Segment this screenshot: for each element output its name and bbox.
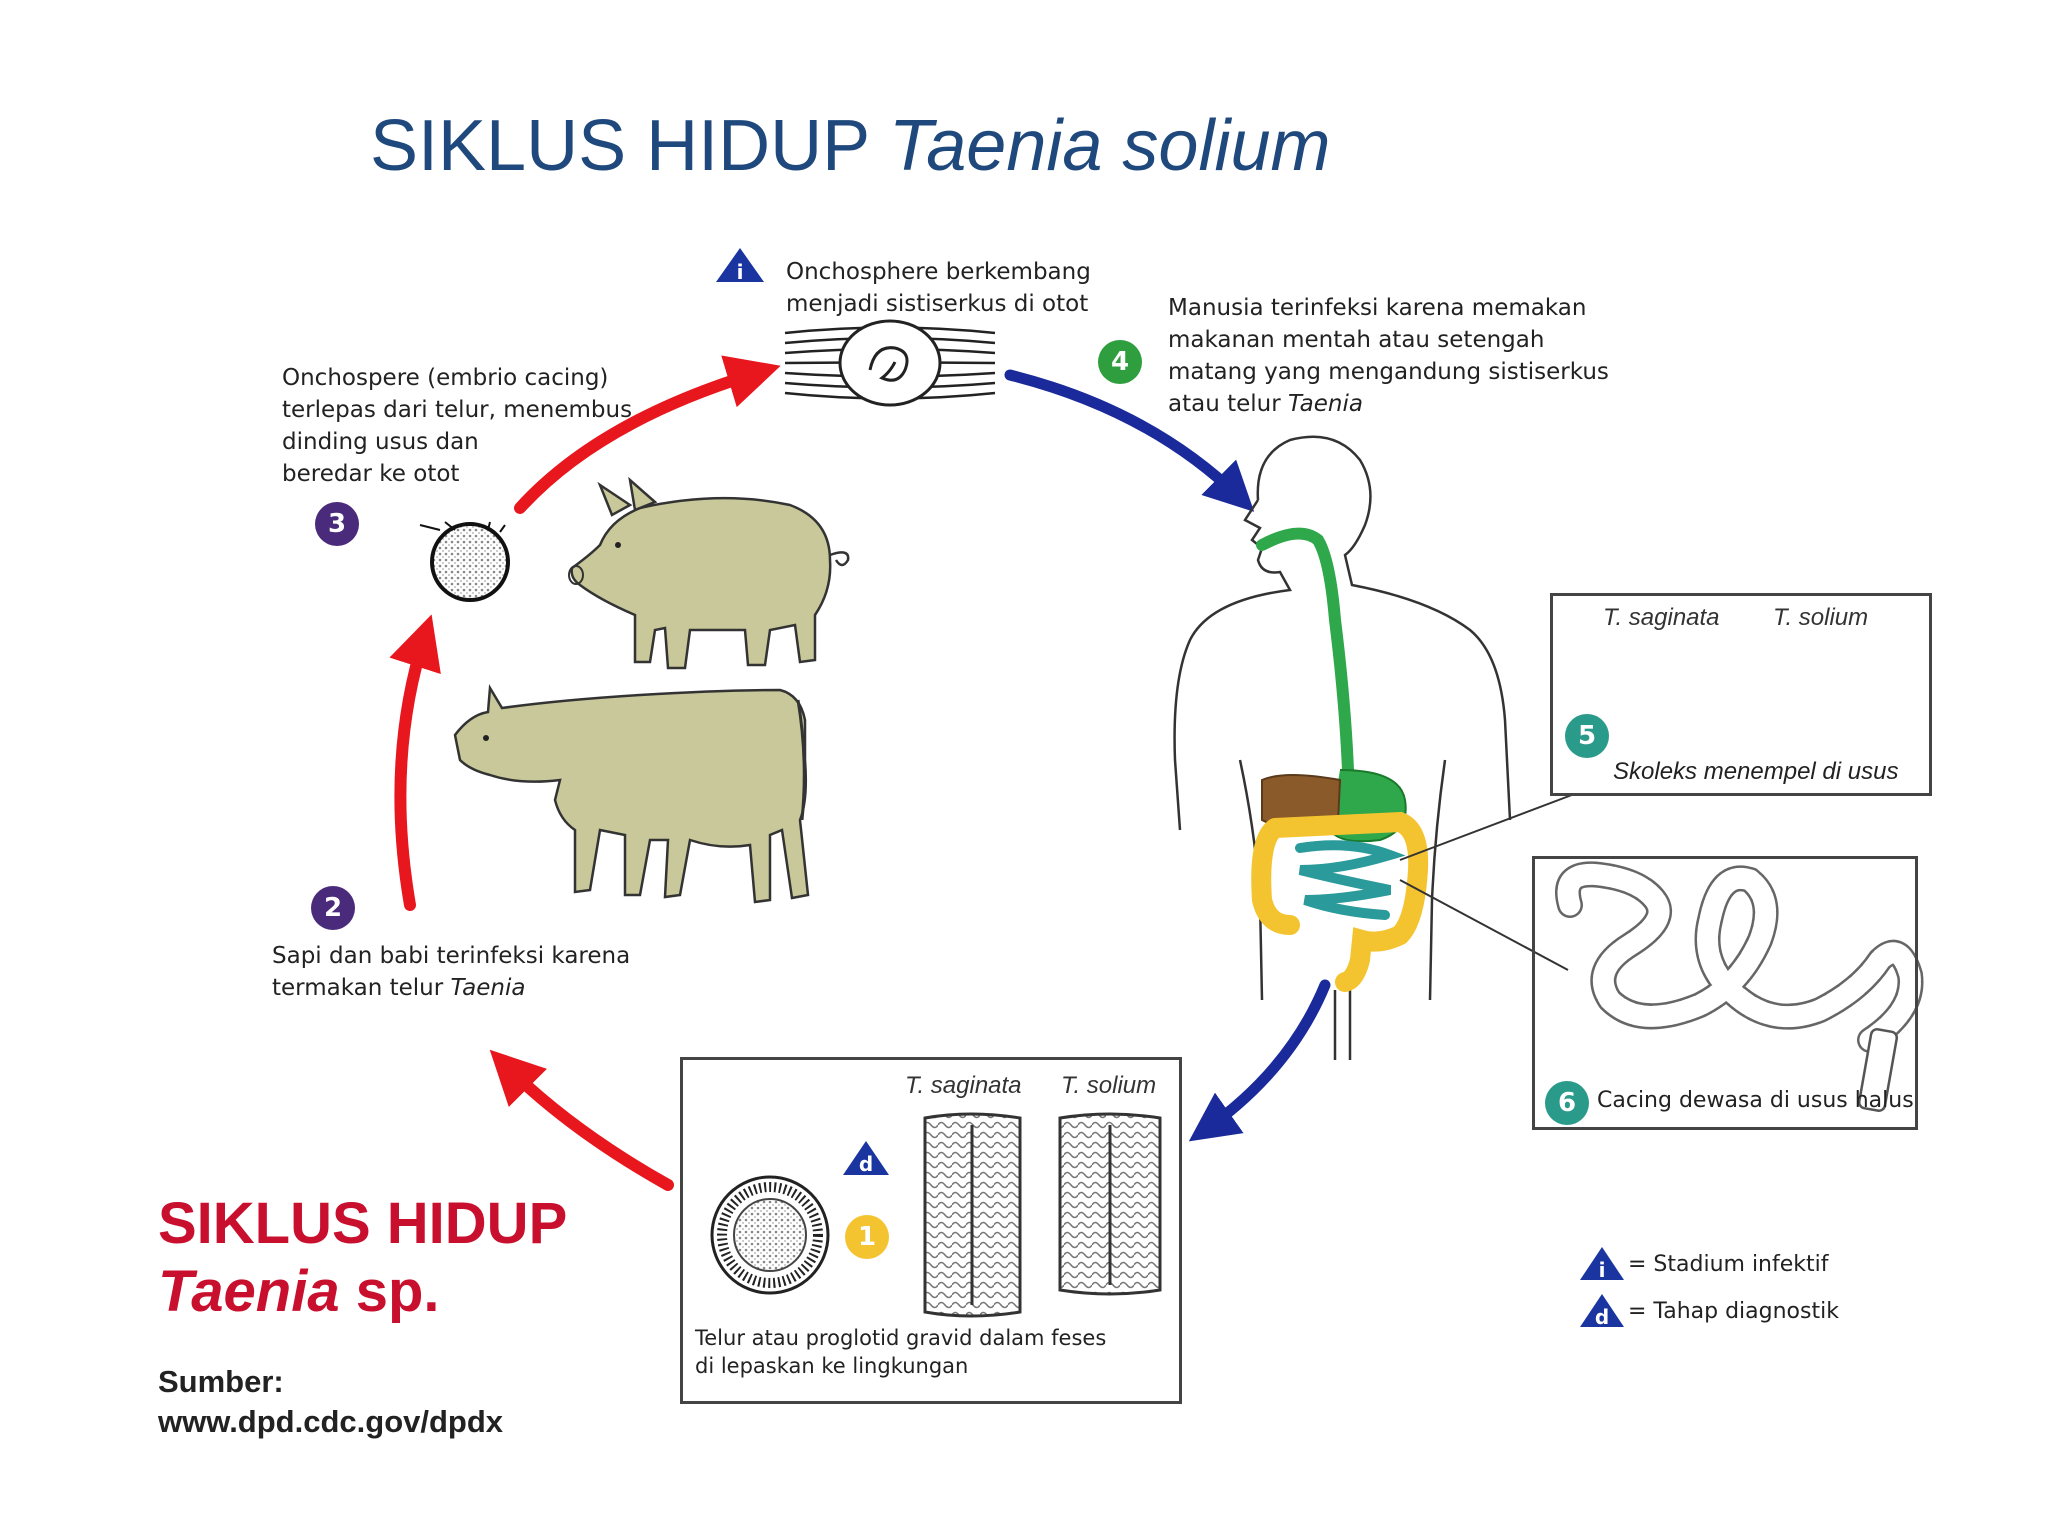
scolex-box: T. saginata T. solium 5 Skoleks menempel… — [1550, 593, 1932, 796]
diagram-heading-line2: Taenia sp. — [158, 1258, 567, 1326]
diagram-heading-italic: Taenia — [158, 1259, 340, 1324]
svg-text:i: i — [737, 260, 744, 284]
stage-6-caption: Cacing dewasa di usus halus — [1597, 1088, 1914, 1113]
arrow-2-to-3 — [389, 614, 441, 911]
stage-1-caption-line: di lepaskan ke lingkungan — [695, 1354, 969, 1378]
stage-5-caption: Skoleks menempel di usus — [1613, 758, 1899, 785]
infective-stage-label: Onchosphere berkembang menjadi sistiserk… — [786, 256, 1091, 320]
stage-4-line: matang yang mengandung sistiserkus — [1168, 359, 1609, 385]
connector-scolex-box — [1399, 789, 1586, 861]
legend-infective-icon: i — [1580, 1247, 1624, 1282]
source-block: Sumber: www.dpd.cdc.gov/dpdx — [158, 1362, 503, 1442]
stage-2-badge: 2 — [311, 886, 355, 930]
arrow-infective-to-4 — [1004, 369, 1255, 512]
slide-title-main: SIKLUS HIDUP — [370, 106, 869, 186]
diagnostic-stage-icon: d — [843, 1141, 889, 1176]
egg-proglottid-box: T. saginata T. solium 1 Telur atau progl… — [680, 1057, 1182, 1404]
stage-4-line: makanan mentah atau setengah — [1168, 327, 1545, 353]
proglottid-species-solium: T. solium — [1061, 1072, 1157, 1099]
stage-4-label: Manusia terinfeksi karena memakan makana… — [1168, 292, 1609, 420]
stage-4-badge: 4 — [1098, 340, 1142, 384]
taenia-egg-image — [710, 1175, 830, 1295]
stage-3-line: beredar ke otot — [282, 461, 460, 487]
source-label: Sumber: — [158, 1364, 284, 1399]
arrow-1-to-2 — [489, 1049, 674, 1191]
cow-image — [453, 684, 810, 904]
stage-2-label: Sapi dan babi terinfeksi karena termakan… — [272, 940, 630, 1004]
svg-text:d: d — [859, 1152, 873, 1176]
infective-stage-line: menjadi sistiserkus di otot — [786, 291, 1089, 317]
digestive-tract-image — [1251, 527, 1429, 992]
cysticercus-in-muscle-image — [784, 319, 996, 407]
stage-1-caption-line: Telur atau proglotid gravid dalam feses — [695, 1326, 1107, 1350]
stage-3-line: dinding usus dan — [282, 429, 479, 455]
stage-3-badge: 3 — [315, 502, 359, 546]
proglottid-t-saginata-image — [923, 1112, 1022, 1318]
stage-4-line-text: atau telur — [1168, 391, 1288, 417]
stage-1-badge: 1 — [845, 1215, 889, 1259]
arrow-human-to-1 — [1188, 979, 1331, 1142]
svg-text:i: i — [1599, 1258, 1606, 1282]
pig-image — [568, 476, 850, 670]
stage-2-line-text: termakan telur — [272, 975, 451, 1001]
arrow-3-to-infective — [514, 355, 781, 514]
legend-infective-label: = Stadium infektif — [1628, 1252, 1829, 1277]
stage-6-badge: 6 — [1545, 1081, 1589, 1125]
infective-stage-line: Onchosphere berkembang — [786, 259, 1091, 285]
stage-2-line: Sapi dan babi terinfeksi karena — [272, 943, 631, 969]
human-silhouette-image — [1173, 435, 1512, 1060]
slide-title: SIKLUS HIDUP Taenia solium — [370, 110, 1330, 182]
adult-worm-image — [1555, 861, 1924, 1112]
stage-2-line-italic: Taenia — [450, 975, 526, 1001]
scolex-species-saginata: T. saginata — [1603, 604, 1720, 631]
stage-3-label: Onchospere (embrio cacing) terlepas dari… — [282, 362, 632, 490]
stage-5-badge: 5 — [1565, 714, 1609, 758]
stage-4-line: Manusia terinfeksi karena memakan — [1168, 295, 1587, 321]
diagram-heading: SIKLUS HIDUP Taenia sp. — [158, 1190, 567, 1326]
infective-stage-icon: i — [716, 248, 764, 284]
proglottid-species-saginata: T. saginata — [905, 1072, 1022, 1099]
stage-4-line: atau telur Taenia — [1168, 388, 1609, 420]
svg-text:d: d — [1595, 1305, 1609, 1329]
stage-4-line-italic: Taenia — [1288, 391, 1363, 417]
onchosphere-image — [419, 521, 510, 602]
scolex-species-solium: T. solium — [1773, 604, 1869, 631]
stage-3-line: Onchospere (embrio cacing) — [282, 365, 609, 391]
legend-diagnostic-icon: d — [1580, 1294, 1624, 1329]
diagram-heading-line1: SIKLUS HIDUP — [158, 1191, 568, 1256]
connector-adult-box — [1399, 879, 1569, 971]
stage-3-line: terlepas dari telur, menembus — [282, 397, 633, 423]
adult-worm-box: 6 Cacing dewasa di usus halus — [1532, 856, 1918, 1130]
source-url: www.dpd.cdc.gov/dpdx — [158, 1404, 504, 1439]
stage-2-line: termakan telur Taenia — [272, 972, 630, 1004]
legend-diagnostic-label: = Tahap diagnostik — [1628, 1299, 1839, 1324]
diagram-heading-rest: sp. — [339, 1259, 440, 1324]
stage-1-caption: Telur atau proglotid gravid dalam feses … — [695, 1324, 1106, 1380]
slide-title-italic: Taenia solium — [888, 106, 1331, 186]
proglottid-t-solium-image — [1058, 1112, 1162, 1296]
